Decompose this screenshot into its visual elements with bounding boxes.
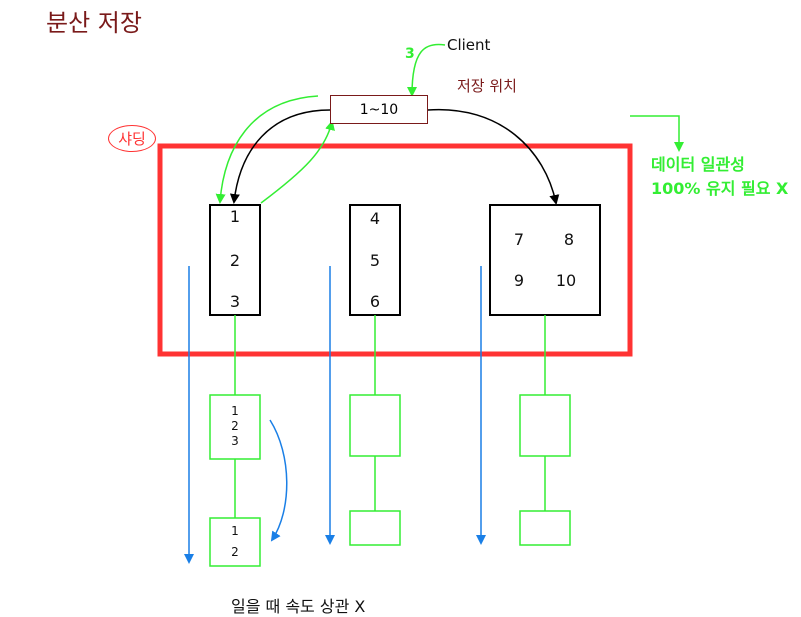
sharding-badge-label: 샤딩	[118, 130, 146, 148]
client-label: Client	[447, 36, 491, 54]
storage-location-label: 저장 위치	[457, 77, 517, 95]
shard-value: 6	[369, 292, 381, 311]
sharding-frame	[157, 143, 633, 357]
replica-box	[349, 394, 401, 457]
note-line: 100% 유지 필요 X	[651, 179, 789, 198]
green-arrow-to-range	[260, 120, 335, 204]
consistency-note: 데이터 일관성 100% 유지 필요 X	[651, 153, 788, 201]
replica-box	[209, 517, 261, 567]
replica-value: 2	[231, 545, 239, 559]
shard-value: 1	[229, 207, 241, 226]
replica-box	[209, 394, 261, 460]
shard-value: 3	[229, 292, 241, 311]
replica-box	[519, 510, 571, 546]
replica-box	[349, 510, 401, 546]
replica-value: 1	[231, 404, 239, 418]
shard-value: 8	[563, 230, 575, 249]
shard-value: 4	[369, 209, 381, 228]
replica-value: 3	[231, 434, 239, 448]
shard-box-3	[489, 204, 601, 316]
page-title: 분산 저장	[46, 9, 142, 37]
shard-value: 2	[229, 251, 241, 270]
sharding-badge: 샤딩	[108, 125, 156, 152]
note-arrow	[630, 115, 684, 152]
shard-value: 7	[513, 230, 525, 249]
read-arrow	[269, 419, 288, 542]
replica-box	[519, 394, 571, 457]
shard-value: 10	[555, 271, 577, 290]
footer-note: 일을 때 속도 상관 X	[231, 597, 366, 616]
shard-value: 9	[513, 271, 525, 290]
shard-box-1	[209, 204, 261, 316]
range-box: 1~10	[330, 95, 428, 124]
shard-value: 5	[369, 251, 381, 270]
step-number: 3	[405, 46, 415, 62]
client-arrow	[407, 43, 446, 97]
replica-value: 2	[231, 419, 239, 433]
replica-value: 1	[231, 524, 239, 538]
arrow-to-shard-3	[427, 108, 560, 205]
note-line: 데이터 일관성	[651, 155, 745, 174]
arrow-to-shard-1	[229, 109, 331, 204]
range-label: 1~10	[359, 101, 399, 118]
green-arrow-to-shard	[215, 95, 319, 204]
